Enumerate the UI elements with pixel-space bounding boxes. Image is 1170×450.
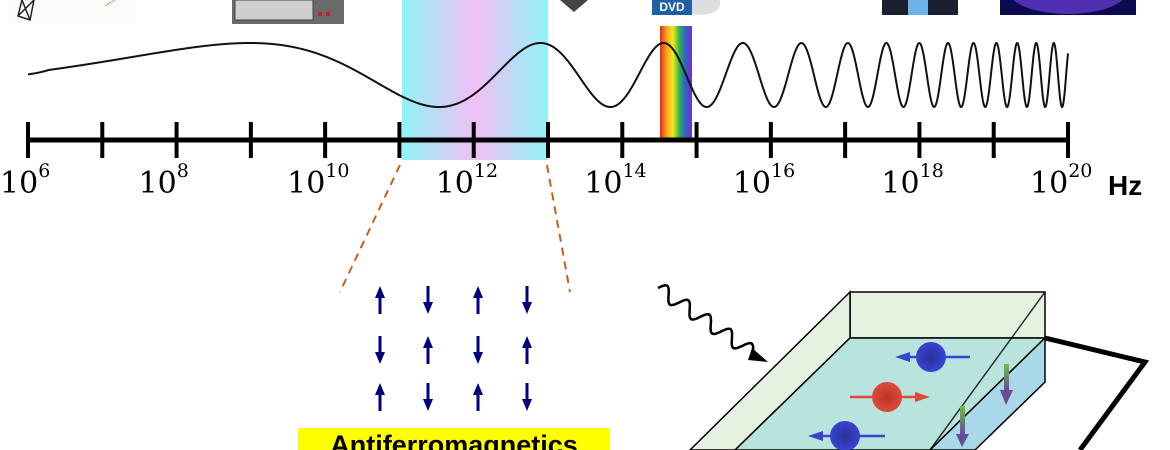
tick-label: 1010: [287, 160, 350, 201]
spin-down-arrow: [423, 286, 433, 314]
spin-down-arrow: [473, 336, 483, 364]
spin-up-arrow: [375, 286, 385, 314]
tick-label: 1014: [584, 160, 647, 201]
circuit-wire: [1044, 335, 1150, 450]
material-label: Antiferromagnetics: [298, 428, 610, 450]
spin-up-arrow: [375, 383, 385, 411]
axis-unit: Hz: [1108, 170, 1143, 201]
dvd-logo-text: DVD: [652, 0, 692, 15]
device-slab: [688, 290, 1150, 450]
xray-icon: [882, 0, 958, 15]
spin-up-arrow: [423, 336, 433, 364]
tick-label: 106: [0, 160, 51, 201]
spin-down-arrow: [522, 383, 532, 411]
spin-down-arrow: [423, 383, 433, 411]
tick-label: 108: [138, 160, 189, 201]
electron-spin-left: [895, 342, 970, 372]
spin-down-arrow: [375, 336, 385, 364]
photon-wave-arrow: [657, 284, 768, 362]
remote-icon: [560, 0, 588, 12]
spin-down-arrow: [522, 286, 532, 314]
tick-label: 1018: [881, 160, 944, 201]
spin-up-arrow: [473, 383, 483, 411]
microwave-icon: [232, 0, 344, 24]
dvd-icon: [692, 0, 721, 15]
tick-label: 1016: [732, 160, 796, 201]
spin-current-arrows: [956, 364, 1013, 447]
electron-spin-right: [850, 382, 930, 412]
zoom-lines: [339, 164, 571, 293]
visible-light-band: [660, 26, 692, 138]
em-wave: [27, 41, 1069, 109]
radio-tower-icon: [8, 0, 136, 24]
spin-up-arrow: [522, 336, 532, 364]
spin-lattice: [375, 286, 532, 411]
frequency-axis: [26, 122, 1070, 158]
spin-up-arrow: [473, 286, 483, 314]
tick-label: 1020: [1030, 160, 1093, 201]
electron-spin-left: [808, 421, 885, 450]
tick-label: 1012: [435, 160, 499, 201]
gamma-scan-icon: [1000, 0, 1136, 15]
